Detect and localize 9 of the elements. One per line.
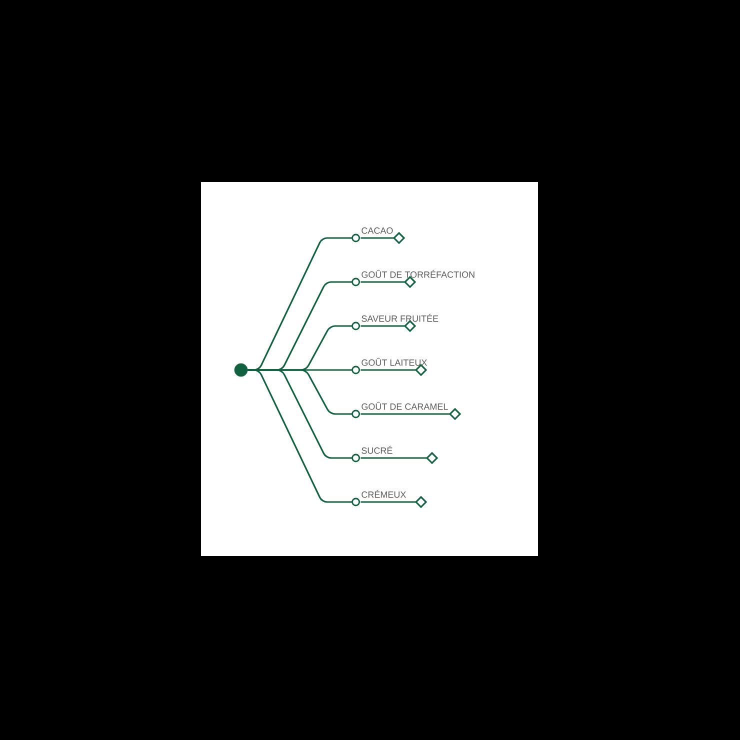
branch-label: GOÛT DE TORRÉFACTION [362,270,474,278]
branch-label: GOÛT LAITEUX [362,358,428,366]
branch-label: CRÉMEUX [362,490,406,498]
branch-label: SAVEUR FRUITÉE [362,314,438,322]
branch-label: GOÛT DE CARAMEL [362,402,448,410]
branch-label: CACAO [362,227,393,234]
branch-label: SUCRÉ [362,446,392,454]
branch-line [248,369,360,506]
root-dot [234,363,248,377]
